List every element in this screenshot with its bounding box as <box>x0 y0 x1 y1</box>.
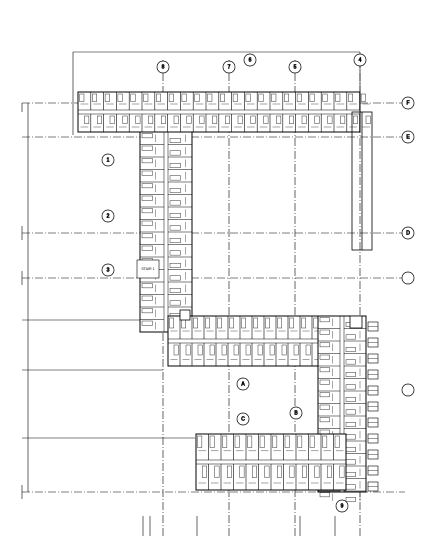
grid-bubble-label: 8 <box>162 64 165 70</box>
grid-bubble-label: 7 <box>228 64 231 70</box>
grid-bubble-right-2: E <box>401 130 415 144</box>
grid-bubble-interior-2: B <box>289 406 303 420</box>
grid-bubble-right-3: D <box>401 226 415 240</box>
balconies-right <box>367 321 379 492</box>
grid-bubble-label: 1 <box>107 157 110 163</box>
grid-bubble-label: 5 <box>294 64 297 70</box>
grid-bubble-top-3: 6 <box>243 53 257 67</box>
grid-bubble-right-1: F <box>401 96 415 110</box>
grid-bubble-label: A <box>241 381 245 387</box>
grid-bubbles: 8 7 6 5 4 F E D 1 2 3 A B C 9 <box>101 53 415 513</box>
grid-bubble-top-2: 7 <box>222 60 236 74</box>
grid-bubble-label: 6 <box>249 57 252 63</box>
grid-bubble-label: 4 <box>359 57 362 63</box>
grid-bubble-label: 2 <box>107 213 110 219</box>
grid-bubble-label: D <box>406 230 410 236</box>
wing-bottom <box>195 433 347 491</box>
grid-bubble-interior-3: C <box>236 412 250 426</box>
stair-tag-label: STAIR 1 <box>141 267 154 271</box>
grid-bubble-label: B <box>294 410 298 416</box>
grid-bubble-top-1: 8 <box>156 60 170 74</box>
grid-bubble-label: C <box>241 416 245 422</box>
right-notch <box>351 111 373 251</box>
wing-left <box>139 131 193 333</box>
grid-bubble-interior-1: A <box>236 377 250 391</box>
grid-bubble-label: 3 <box>107 267 110 273</box>
grid-bubble-left-2: 2 <box>101 209 115 223</box>
grid-bubble-left-3: 3 <box>101 263 115 277</box>
grid-bubble-bottom-1: 9 <box>335 499 349 513</box>
grid-bubble-top-4: 5 <box>288 60 302 74</box>
grid-bubble-label: E <box>406 134 410 140</box>
grid-bubble-top-5: 4 <box>353 53 367 67</box>
grid-bubble-label: F <box>406 100 409 106</box>
stair-tag: STAIR 1 <box>136 259 160 279</box>
building-wings <box>77 91 379 502</box>
grid-bubble-label: 9 <box>341 503 344 509</box>
wing-top <box>77 91 371 133</box>
grid-bubble-left-1: 1 <box>101 153 115 167</box>
